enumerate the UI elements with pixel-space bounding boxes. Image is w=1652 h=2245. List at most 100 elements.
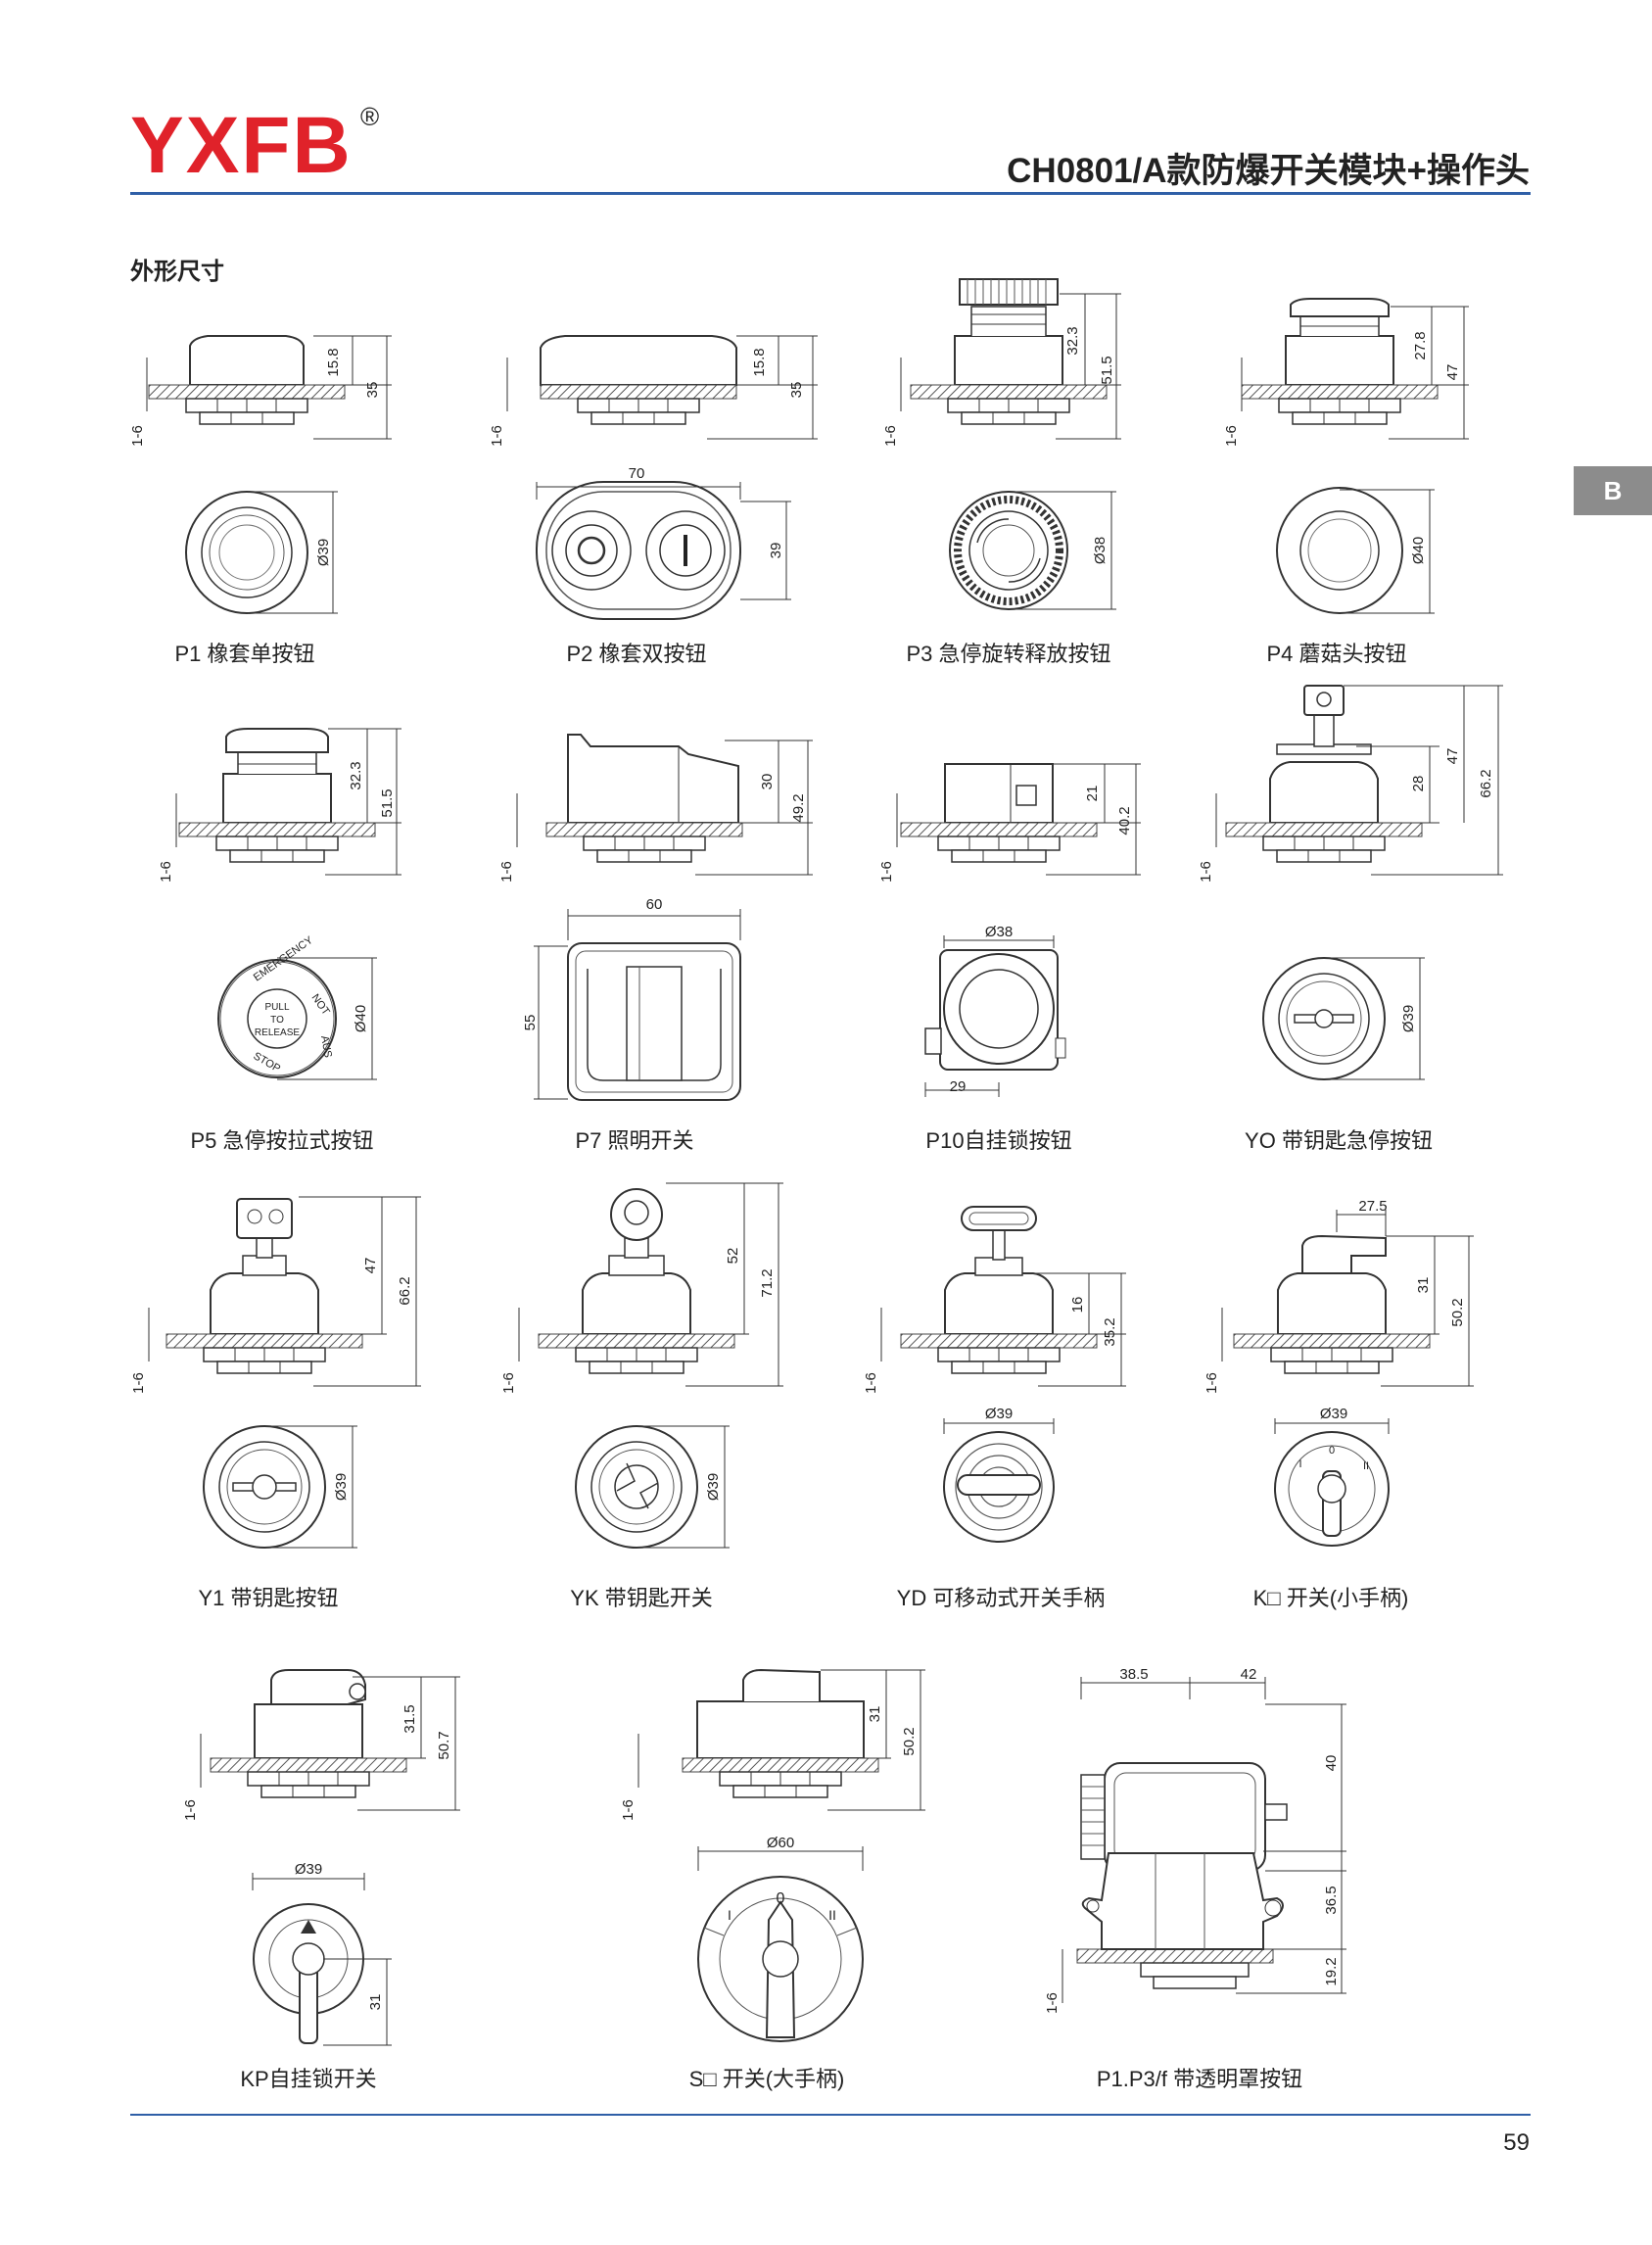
y1-dim-0: 47 xyxy=(362,1258,379,1274)
kp-dim-3: Ø39 xyxy=(295,1861,322,1878)
pf-top-view xyxy=(1080,1762,1288,1872)
p3-dim-0: 32.3 xyxy=(1064,326,1081,355)
k-mark-0: 0 xyxy=(1329,1445,1335,1457)
p10-dim-0: 21 xyxy=(1084,786,1101,802)
p5-face-view xyxy=(217,959,337,1078)
caption-kp: KP自挂锁开关 xyxy=(240,2067,377,2091)
p5-dim-3: Ø40 xyxy=(353,1005,369,1032)
p3-dim-1: 51.5 xyxy=(1099,356,1115,384)
p7-dim-2: 1-6 xyxy=(498,861,515,883)
p2-dim-1: 35 xyxy=(788,382,805,399)
p5-face-release: RELEASE xyxy=(255,1027,300,1038)
k-mark-1: I xyxy=(1298,1458,1301,1470)
s-side-view xyxy=(682,1668,879,1798)
p1-dim-1: 35 xyxy=(364,382,381,399)
yd-dim-1: 35.2 xyxy=(1102,1317,1118,1346)
yo-dim-2: 66.2 xyxy=(1478,769,1494,797)
p3-side-view xyxy=(910,278,1108,425)
p2-dim-3: 70 xyxy=(629,465,645,482)
yd-face-view xyxy=(943,1431,1055,1543)
yd-dim-0: 16 xyxy=(1069,1297,1086,1314)
caption-p4: P4 蘑菇头按钮 xyxy=(1266,642,1407,666)
p5-side-view xyxy=(178,728,376,863)
caption-p5: P5 急停按拉式按钮 xyxy=(190,1128,374,1153)
yd-dim-3: Ø39 xyxy=(985,1406,1013,1422)
caption-s: S□ 开关(大手柄) xyxy=(688,2067,845,2091)
k-face-view xyxy=(1274,1431,1390,1547)
s-mark-0: 0 xyxy=(777,1890,785,1907)
s-mark-2: II xyxy=(828,1907,836,1923)
yo-dim-0: 28 xyxy=(1410,776,1427,792)
yk-dim-2: 1-6 xyxy=(500,1372,517,1394)
p3-face-view xyxy=(949,491,1068,610)
caption-p3: P3 急停旋转释放按钮 xyxy=(906,642,1111,666)
kp-dim-4: 31 xyxy=(367,1994,384,2011)
p7-face-view xyxy=(567,942,741,1101)
k-side-view xyxy=(1233,1234,1431,1374)
p2-face-view xyxy=(536,481,741,620)
caption-y1: Y1 带钥匙按钮 xyxy=(198,1586,339,1610)
kp-face-view xyxy=(253,1903,364,2044)
s-dim-1: 50.2 xyxy=(901,1727,918,1755)
p5-face-pull: PULL xyxy=(264,1002,289,1013)
y1-face-view xyxy=(203,1425,326,1549)
p4-face-view xyxy=(1276,487,1403,614)
kp-dim-1: 50.7 xyxy=(436,1731,452,1759)
yk-dim-0: 52 xyxy=(725,1248,741,1265)
brand-logo: YXFB xyxy=(130,101,353,190)
p4-side-view xyxy=(1241,298,1439,425)
yd-side-view xyxy=(900,1206,1098,1374)
p5-dim-2: 1-6 xyxy=(158,861,174,883)
kp-dim-2: 1-6 xyxy=(182,1799,199,1821)
p3-dim-2: 1-6 xyxy=(882,425,899,447)
pf-dim-5: 1-6 xyxy=(1044,1992,1061,2014)
k-dim-4: Ø39 xyxy=(1320,1406,1347,1422)
p2-dim-4: 39 xyxy=(768,543,784,559)
p7-dim-0: 30 xyxy=(759,774,776,790)
s-mark-1: I xyxy=(728,1907,732,1923)
yd-dim-2: 1-6 xyxy=(863,1372,879,1394)
yk-dim-3: Ø39 xyxy=(705,1473,722,1501)
p2-dim-2: 1-6 xyxy=(489,425,505,447)
y1-dim-2: 1-6 xyxy=(130,1372,147,1394)
caption-yo: YO 带钥匙急停按钮 xyxy=(1245,1128,1433,1153)
p10-face-view xyxy=(924,949,1066,1071)
p3-dim-3: Ø38 xyxy=(1092,537,1109,564)
y1-dim-3: Ø39 xyxy=(333,1473,350,1501)
y1-dim-1: 66.2 xyxy=(397,1276,413,1305)
p4-dim-2: 1-6 xyxy=(1223,425,1240,447)
kp-side-view xyxy=(210,1669,407,1798)
yk-dim-1: 71.2 xyxy=(759,1268,776,1297)
pf-side-view xyxy=(1076,1852,1284,1989)
caption-k: K□ 开关(小手柄) xyxy=(1252,1586,1409,1610)
p7-side-view xyxy=(545,734,743,863)
y1-side-view xyxy=(165,1198,363,1374)
p2-dim-0: 15.8 xyxy=(751,348,768,376)
p4-dim-0: 27.8 xyxy=(1412,331,1429,359)
yo-dim-1: 47 xyxy=(1444,748,1461,765)
registered-mark: ® xyxy=(360,102,380,131)
yk-side-view xyxy=(538,1188,735,1374)
p1-face-view xyxy=(185,491,308,614)
caption-p1: P1 橡套单按钮 xyxy=(174,642,315,666)
section-title: 外形尺寸 xyxy=(130,259,224,285)
p7-dim-1: 49.2 xyxy=(790,793,807,822)
p10-dim-2: 1-6 xyxy=(878,861,895,883)
yo-dim-4: Ø39 xyxy=(1400,1005,1417,1032)
p1-dim-2: 1-6 xyxy=(129,425,146,447)
p4-dim-1: 47 xyxy=(1444,364,1461,381)
k-dim-0: 27.5 xyxy=(1358,1198,1387,1215)
s-face-view xyxy=(697,1876,864,2042)
k-dim-1: 31 xyxy=(1415,1277,1432,1294)
p5-face-to: TO xyxy=(270,1015,284,1026)
p1-dim-3: Ø39 xyxy=(315,539,332,566)
pf-dim-1: 42 xyxy=(1241,1666,1257,1683)
yo-face-view xyxy=(1262,957,1386,1080)
k-dim-2: 50.2 xyxy=(1449,1298,1466,1326)
caption-yk: YK 带钥匙开关 xyxy=(570,1586,713,1610)
s-dim-0: 31 xyxy=(867,1706,883,1723)
p1-side-view xyxy=(148,335,346,425)
page-number: 59 xyxy=(1503,2129,1530,2156)
s-dim-3: Ø60 xyxy=(767,1835,794,1851)
